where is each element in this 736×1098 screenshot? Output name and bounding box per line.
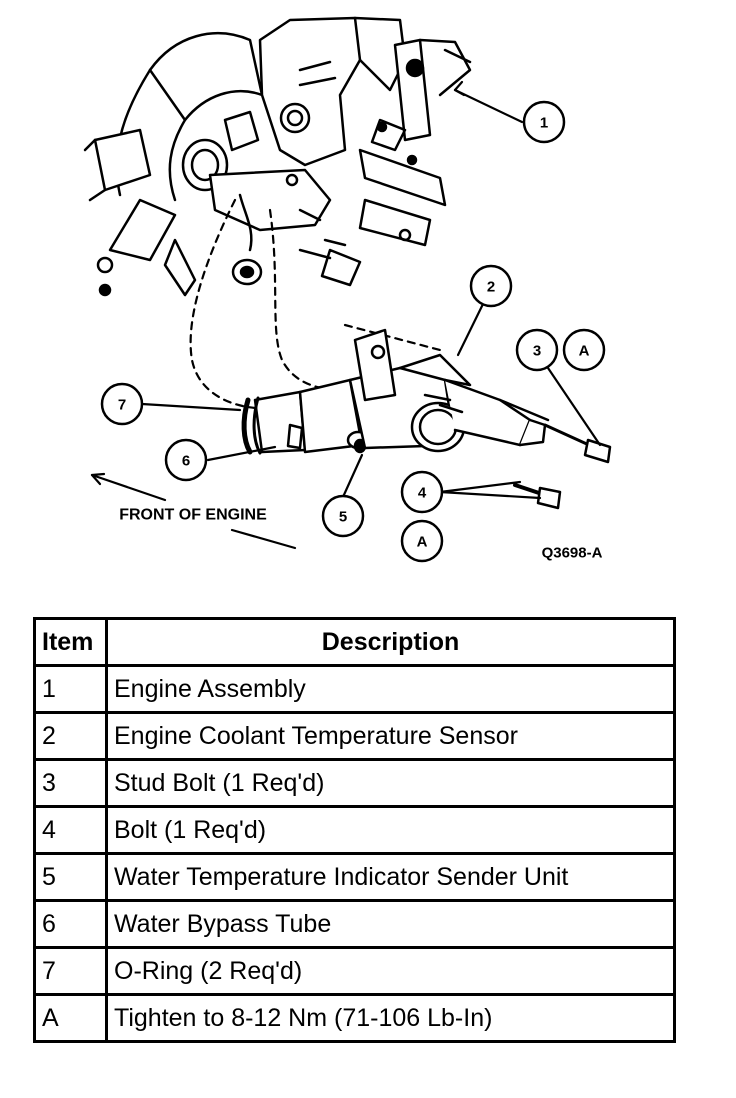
item-cell: 7	[33, 946, 108, 996]
figure-code: Q3698-A	[542, 545, 603, 562]
item-cell: 1	[33, 664, 108, 714]
callout-4: 4	[418, 485, 427, 502]
parts-table: Item Description 1 Engine Assembly 2 Eng…	[33, 617, 676, 1043]
description-cell: Water Temperature Indicator Sender Unit	[105, 852, 676, 902]
table-row: 4 Bolt (1 Req'd)	[33, 805, 676, 855]
table-row: 1 Engine Assembly	[33, 664, 676, 714]
engine-diagram: 1 2 3 A 4 A 5 6 7 FRONT OF ENGINE Q3698-…	[83, 16, 612, 563]
item-cell: 3	[33, 758, 108, 808]
description-column-header: Description	[105, 617, 676, 667]
table-header-row: Item Description	[33, 617, 676, 667]
callout-3-a: A	[579, 343, 590, 360]
callout-circles	[100, 100, 606, 563]
table-row: 7 O-Ring (2 Req'd)	[33, 946, 676, 996]
item-column-header: Item	[33, 617, 108, 667]
table-row: A Tighten to 8-12 Nm (71-106 Lb-In)	[33, 993, 676, 1043]
table-row: 6 Water Bypass Tube	[33, 899, 676, 949]
description-cell: Engine Coolant Temperature Sensor	[105, 711, 676, 761]
description-cell: Water Bypass Tube	[105, 899, 676, 949]
description-cell: Engine Assembly	[105, 664, 676, 714]
callout-4-a: A	[417, 534, 428, 551]
table-row: 2 Engine Coolant Temperature Sensor	[33, 711, 676, 761]
table-row: 3 Stud Bolt (1 Req'd)	[33, 758, 676, 808]
item-cell: 6	[33, 899, 108, 949]
callout-7: 7	[118, 397, 126, 414]
item-cell: 4	[33, 805, 108, 855]
callout-2: 2	[487, 279, 495, 296]
front-of-engine-label: FRONT OF ENGINE	[119, 507, 267, 524]
table-row: 5 Water Temperature Indicator Sender Uni…	[33, 852, 676, 902]
item-cell: 5	[33, 852, 108, 902]
item-cell: 2	[33, 711, 108, 761]
description-cell: Bolt (1 Req'd)	[105, 805, 676, 855]
callout-1: 1	[540, 115, 548, 132]
callout-6: 6	[182, 453, 190, 470]
callout-3: 3	[533, 343, 541, 360]
engine-assembly-drawing	[83, 16, 472, 297]
description-cell: Tighten to 8-12 Nm (71-106 Lb-In)	[105, 993, 676, 1043]
leader-lines	[140, 80, 602, 500]
bypass-tube-assembly	[241, 328, 550, 455]
callout-5: 5	[339, 509, 347, 526]
stud-bolt-drawing	[543, 423, 612, 464]
description-cell: O-Ring (2 Req'd)	[105, 946, 676, 996]
description-cell: Stud Bolt (1 Req'd)	[105, 758, 676, 808]
front-of-engine-arrow	[90, 472, 297, 550]
item-cell: A	[33, 993, 108, 1043]
bolt-drawing	[513, 483, 562, 510]
